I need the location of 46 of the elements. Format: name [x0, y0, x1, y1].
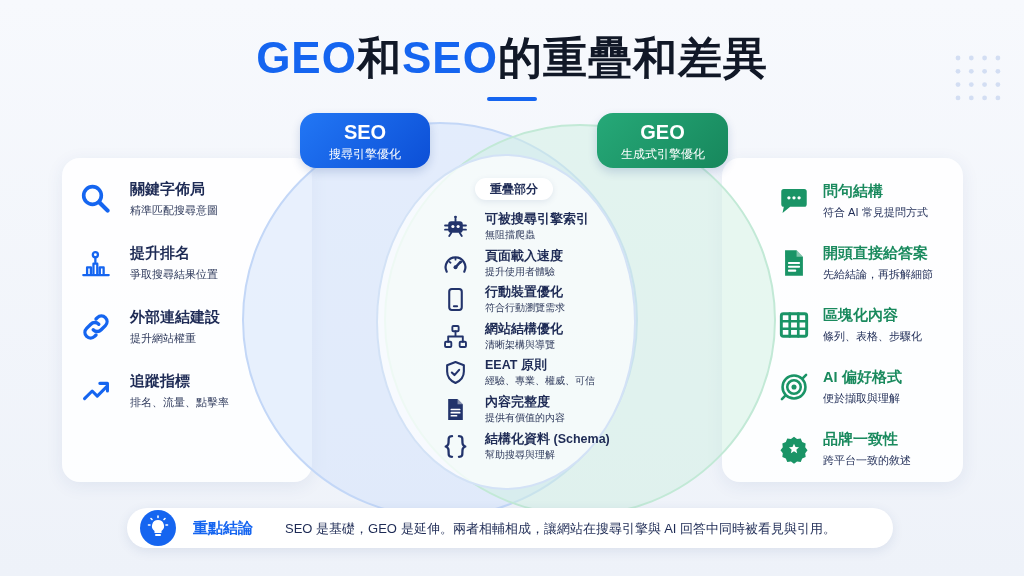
tag-text: 重疊部分: [490, 180, 538, 198]
summary-heading: 重點結論: [193, 518, 253, 538]
item-heading: 頁面載入速度: [485, 247, 563, 264]
item-description: 便於擷取與理解: [823, 391, 900, 406]
item-description: 跨平台一致的敘述: [823, 453, 911, 468]
section-tag: [475, 178, 553, 200]
item-description: 符合行動瀏覽需求: [485, 301, 565, 316]
item-description: 經驗、專業、權威、可信: [485, 374, 595, 389]
item-description: 精準匹配搜尋意圖: [130, 203, 218, 218]
pill-heading: GEO: [640, 119, 685, 144]
label-pill: [300, 113, 430, 168]
item-heading: 可被搜尋引擎索引: [485, 211, 589, 227]
pill-subtitle: 生成式引擎優化: [620, 145, 705, 162]
item-heading: 結構化資料 (Schema): [485, 430, 610, 447]
item-heading: 區塊化內容: [823, 306, 898, 325]
item-description: 提升使用者體驗: [485, 264, 555, 279]
item-description: 幫助搜尋與理解: [485, 447, 555, 462]
item-description: 符合 AI 常見提問方式: [823, 205, 928, 220]
item-description: 排名、流量、點擊率: [130, 395, 229, 410]
item-description: 無阻擋爬蟲: [485, 228, 535, 242]
item-description: 提升網站權重: [130, 331, 196, 346]
item-heading: 關鍵字佈局: [130, 180, 205, 199]
feature-card: [62, 158, 312, 482]
item-heading: 內容完整度: [485, 394, 550, 410]
item-description: 提供有價值的內容: [485, 411, 565, 425]
label-pill: [597, 113, 728, 168]
summary-text: SEO 是基礎，GEO 是延伸。兩者相輔相成，讓網站在搜尋引擎與 AI 回答中同時被看見與引用。: [285, 520, 837, 537]
title: GEO和SEO的重疊和差異: [256, 32, 768, 84]
item-description: 爭取搜尋結果位置: [130, 267, 218, 282]
item-description: 先給結論，再拆解細節: [823, 267, 933, 282]
pill-subtitle: 搜尋引擎優化: [329, 145, 401, 162]
item-heading: EEAT 原則: [485, 357, 547, 374]
item-heading: 追蹤指標: [130, 372, 190, 391]
pill-heading: SEO: [343, 119, 387, 144]
item-heading: AI 偏好格式: [823, 368, 902, 387]
item-heading: 網站結構優化: [485, 320, 563, 337]
item-heading: 開頭直接給答案: [823, 244, 928, 263]
feature-card: [722, 158, 963, 482]
item-heading: 問句結構: [823, 182, 883, 201]
item-heading: 提升排名: [130, 244, 190, 263]
summary-bar: [127, 508, 893, 548]
item-description: 條列、表格、步驟化: [823, 329, 922, 344]
item-heading: 行動裝置優化: [485, 284, 563, 301]
item-heading: 品牌一致性: [823, 430, 898, 449]
item-description: 清晰架構與導覽: [485, 337, 555, 352]
item-heading: 外部連結建設: [130, 308, 220, 327]
